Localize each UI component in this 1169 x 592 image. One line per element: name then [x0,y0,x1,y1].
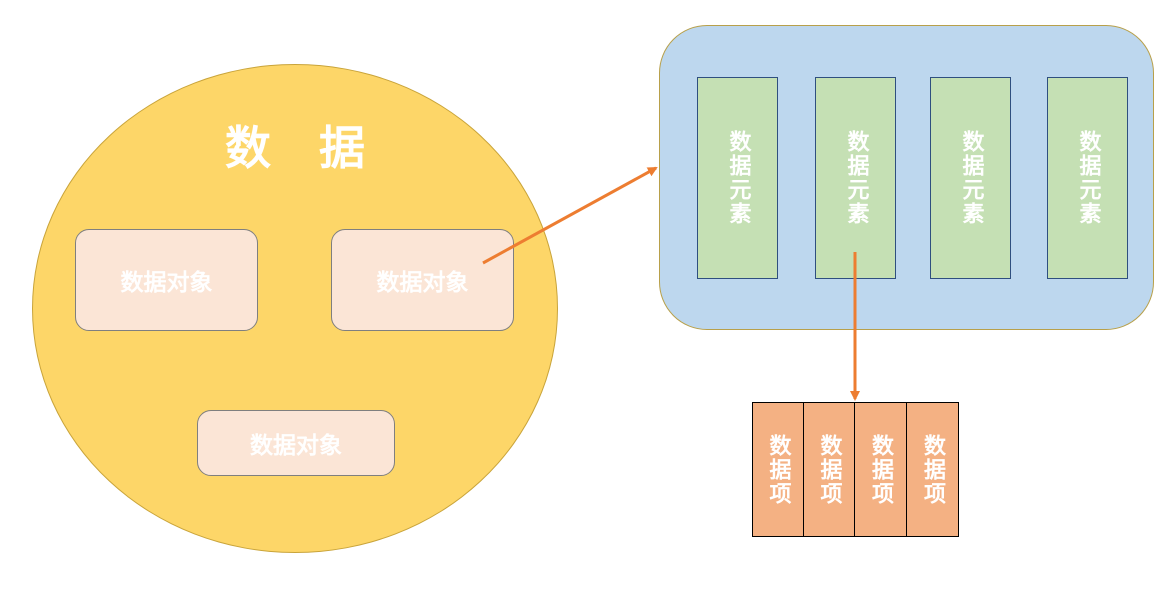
data-element-box: 数据元素 [1047,77,1128,279]
data-element-label: 数据元素 [1075,130,1101,226]
data-object-label: 数据对象 [120,270,213,296]
data-object-box: 数据对象 [75,229,258,331]
data-item-box: 数据项 [906,402,959,537]
data-item-label: 数据项 [868,433,893,506]
data-item-box: 数据项 [752,402,804,537]
data-element-box: 数据元素 [930,77,1011,279]
data-item-box: 数据项 [803,402,855,537]
circle-title: 数 据 [224,121,381,175]
data-item-box: 数据项 [854,402,907,537]
data-object-box: 数据对象 [197,410,395,476]
data-element-box: 数据元素 [815,77,896,279]
data-object-label: 数据对象 [376,270,469,296]
data-item-label: 数据项 [765,433,791,506]
data-element-label: 数据元素 [843,130,869,226]
data-element-box: 数据元素 [697,77,778,279]
data-element-label: 数据元素 [725,130,751,226]
data-element-label: 数据元素 [958,130,984,226]
data-object-box: 数据对象 [331,229,514,331]
data-item-label: 数据项 [920,433,945,506]
data-object-label: 数据对象 [250,433,342,459]
data-item-label: 数据项 [816,433,842,506]
